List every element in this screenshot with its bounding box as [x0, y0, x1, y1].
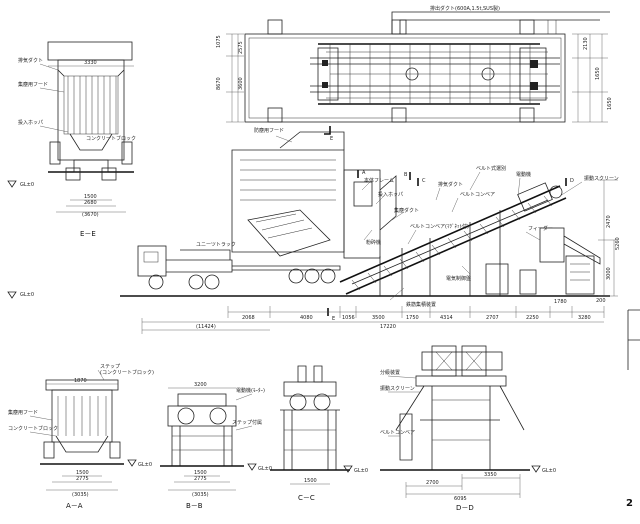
elev-dim-8: 1780 — [554, 299, 567, 305]
label-dust-duct: 集塵ダクト — [394, 207, 419, 214]
dd-dim-1: 2700 — [426, 480, 439, 486]
ee-dim-1: 1500 — [84, 194, 97, 200]
aa-dim-2: 2775 — [76, 476, 89, 482]
section-mark-d: D — [570, 178, 574, 184]
ee-dim-0: 3330 — [84, 60, 97, 66]
elev-dim-9: 3280 — [578, 315, 591, 321]
elev-dim-4: 1750 — [406, 315, 419, 321]
label-belt-sorter: ベルト式選別 — [476, 165, 506, 172]
ee-ground: GL±0 — [20, 182, 34, 188]
plan-section-mark: E — [330, 136, 333, 142]
view-bb: 電動機(ﾓｰﾀｰ) ステップ付属 3200 1500 2775 (3035) G… — [160, 382, 272, 510]
plan-dim-right-0: 2130 — [583, 37, 589, 50]
view-cc: 1500 GL±0 C－C — [270, 365, 368, 502]
elev-dim-right-3: 200 — [596, 298, 606, 304]
ee-title: E－E — [80, 230, 96, 238]
plan-dim-left-0: 1075 — [216, 35, 222, 48]
elev-dim-1: 4080 — [300, 315, 313, 321]
label-screen: 振動スクリーン — [584, 175, 619, 182]
elev-dim-right-2: 3000 — [606, 267, 612, 280]
ee-label-hood: 集塵用フード — [18, 81, 48, 88]
ee-label-block: コンクリートブロック — [86, 135, 136, 142]
bb-label-motor: 電動機(ﾓｰﾀｰ) — [236, 387, 265, 394]
cc-dim-0: 1500 — [304, 478, 317, 484]
label-rebar-collector: 鉄筋集積装置 — [406, 301, 436, 308]
bb-dim-1: 1500 — [194, 470, 207, 476]
label-belt-conveyor: ベルトコンベア — [460, 192, 495, 198]
aa-label-hood: 集塵用フード — [8, 409, 38, 416]
label-magnet-conveyor: ベルトコンベア(ﾏｸﾞﾈｯﾄ付) — [410, 223, 469, 230]
plan-dim-left-3: 3600 — [238, 77, 244, 90]
plan-dim-right-2: 1650 — [607, 97, 613, 110]
elevation-ground: GL±0 — [20, 292, 34, 298]
bb-dim-2: 2775 — [194, 476, 207, 482]
aa-label-step-note: (コンクリートブロック) — [100, 369, 154, 376]
elev-dim-7: 2250 — [526, 315, 539, 321]
label-hopper: 投入ホッパ — [378, 191, 403, 198]
bb-dim-0: 3200 — [194, 382, 207, 388]
elev-dim-6: 2707 — [486, 315, 499, 321]
ee-dim-3: (3670) — [82, 212, 99, 218]
label-motor: 電動機 — [516, 171, 531, 178]
main-elevation: GL±0 ユニーツトラック — [7, 127, 621, 334]
elev-dim-right-0: 2470 — [606, 215, 612, 228]
inclined-conveyor — [339, 182, 567, 295]
dd-label-screen: 振動スクリーン — [380, 385, 415, 392]
aa-label-step: ステップ — [100, 364, 120, 370]
dd-label-conveyor: ベルトコンベア — [380, 430, 415, 436]
truck: ユニーツトラック — [137, 242, 341, 290]
plan-dim-left-2: 2575 — [238, 41, 244, 54]
elev-dim-overall: (11424) — [196, 324, 216, 330]
aa-ground: GL±0 — [138, 462, 152, 468]
label-dust-hood: 防塵用フード — [254, 127, 284, 134]
aa-dim-1: 1500 — [76, 470, 89, 476]
bb-label-step: ステップ付属 — [232, 419, 262, 426]
ee-dim-2: 2680 — [84, 200, 97, 206]
dd-dim-0: 3350 — [484, 472, 497, 478]
ee-label-hopper: 投入ホッパ — [18, 119, 43, 126]
cc-title: C－C — [298, 494, 315, 502]
aa-label-block: コンクリートブロック — [8, 425, 58, 432]
elev-dim-total: 17220 — [380, 324, 396, 330]
elev-dim-right-1: 5260 — [615, 237, 621, 250]
label-crusher: 粉砕機 — [366, 239, 381, 246]
cc-ground: GL±0 — [354, 468, 368, 474]
plan-dim-left-1: 8670 — [216, 77, 222, 90]
elev-dim-2: 1056 — [342, 315, 355, 321]
elev-dim-0: 2068 — [242, 315, 255, 321]
elev-dim-5: 4314 — [440, 315, 453, 321]
dd-label-classifier: 分級装置 — [380, 369, 400, 376]
plan-top-note: 排出ダクト(600A,1.5t,SUS製) — [430, 5, 500, 12]
aa-dim-3: (3035) — [72, 492, 89, 498]
view-dd: 分級装置 振動スクリーン ベルトコンベア 3350 2700 6095 GL±0… — [380, 345, 556, 512]
section-mark-b: B — [404, 172, 408, 178]
dd-ground: GL±0 — [542, 468, 556, 474]
label-exhaust-duct: 排気ダクト — [438, 181, 463, 188]
view-ee: 排気ダクト 集塵用フード 投入ホッパ コンクリートブロック 3330 1500 … — [7, 41, 136, 238]
label-control-panel: 電気制御盤 — [446, 275, 471, 282]
label-feeder: フィーダー — [528, 225, 553, 232]
ee-label-duct: 排気ダクト — [18, 57, 43, 64]
section-mark-e: E — [332, 316, 335, 322]
view-aa: ステップ (コンクリートブロック) 集塵用フード コンクリートブロック 1870… — [8, 364, 154, 510]
plan-view: E 排出ダクト(600A,1.5t,SUS製) 1075 8670 2575 3… — [216, 5, 613, 142]
aa-dim-0: 1870 — [74, 378, 87, 384]
dd-title: D－D — [456, 504, 474, 512]
page-number: 2 — [626, 498, 633, 509]
bb-dim-3: (3035) — [192, 492, 209, 498]
section-mark-c: C — [422, 178, 426, 184]
bb-title: B－B — [186, 502, 203, 510]
truck-label: ユニーツトラック — [196, 242, 236, 248]
plan-dim-right-1: 1650 — [595, 67, 601, 80]
elev-dim-3: 3500 — [372, 315, 385, 321]
label-frame: 本体フレーム — [364, 177, 394, 184]
section-mark-a: A — [362, 170, 366, 176]
dust-hood — [231, 131, 345, 257]
aa-title: A－A — [66, 502, 83, 510]
dd-dim-2: 6095 — [454, 496, 467, 502]
bb-ground: GL±0 — [258, 466, 272, 472]
